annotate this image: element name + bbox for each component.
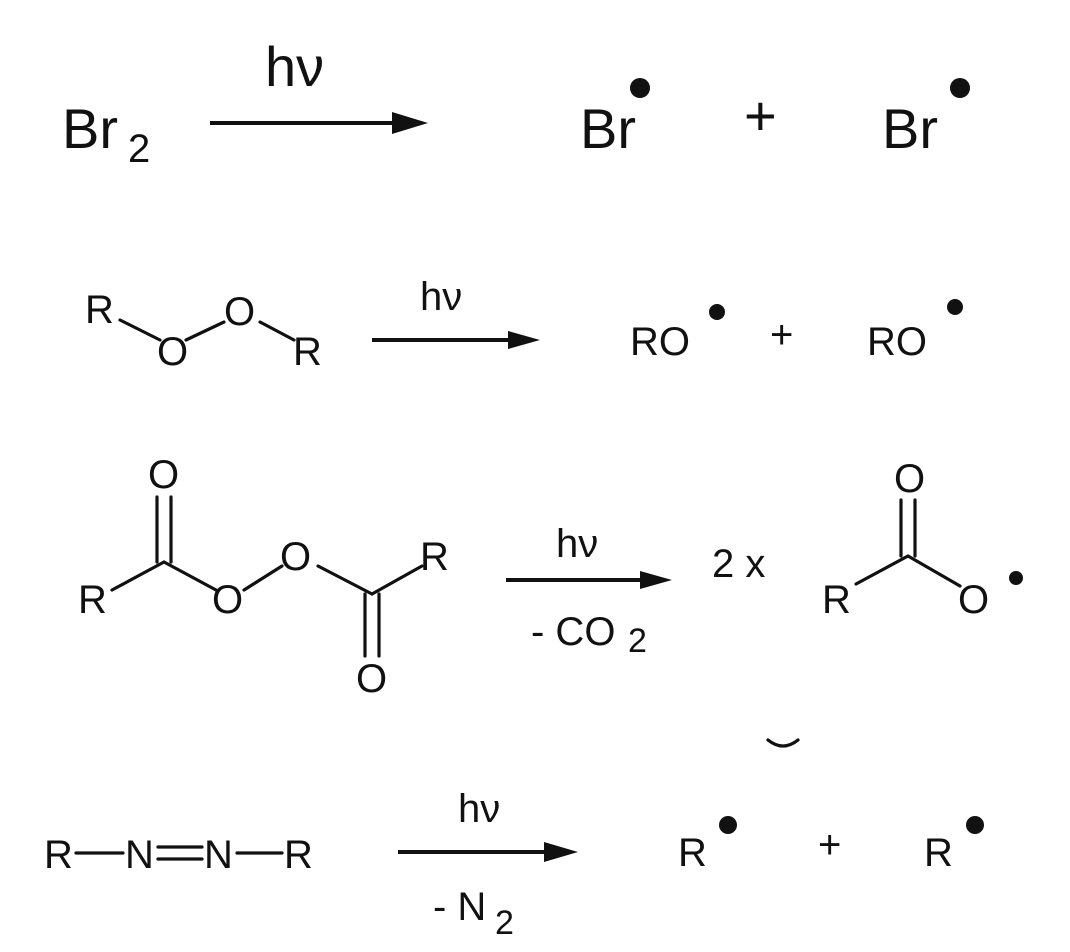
condition-hv: hν (265, 35, 324, 98)
radical-dot (630, 78, 650, 98)
atom-n: N (204, 833, 233, 877)
reaction-azo: R N N R hν - N 2 R + R (44, 787, 984, 942)
radical-dot (950, 78, 970, 98)
bond (316, 564, 374, 596)
plus-sign: + (744, 84, 777, 147)
condition-minus-n2: - N (433, 885, 486, 929)
condition-hv: hν (458, 787, 500, 831)
reaction-bromine: Br 2 hν Br + Br (62, 35, 970, 171)
product-r-label: R (924, 831, 953, 875)
multiplier-2x: 2 x (712, 542, 765, 586)
reaction-peroxide: R O O R hν RO + RO (85, 275, 963, 374)
radical-dot (709, 304, 725, 320)
atom-o-carbonyl: O (894, 457, 925, 501)
reaction-arrowhead (392, 112, 428, 134)
atom-o: O (212, 578, 243, 622)
atom-r: R (78, 578, 107, 622)
bond (184, 320, 226, 342)
bond (118, 318, 162, 342)
atom-r: R (44, 833, 73, 877)
bond (258, 320, 296, 342)
atom-o-carbonyl: O (148, 453, 179, 497)
condition-hv: hν (420, 275, 462, 319)
condition-co2-subscript: 2 (628, 622, 647, 660)
product-br-label: Br (580, 97, 636, 160)
condition-n2-subscript: 2 (495, 904, 514, 942)
bond (370, 564, 424, 596)
product-ro-label: RO (630, 320, 690, 364)
condition-hv: hν (556, 522, 598, 566)
plus-sign: + (770, 313, 793, 357)
radical-dot (719, 816, 737, 834)
atom-o: O (280, 535, 311, 579)
atom-r: R (420, 535, 449, 579)
reactant-br2-label: Br (62, 97, 118, 160)
atom-r: R (284, 833, 313, 877)
product-br-label: Br (882, 97, 938, 160)
radical-dot (966, 816, 984, 834)
bond (854, 554, 910, 586)
atom-o: O (224, 290, 255, 334)
condition-minus-co2: - CO (531, 610, 615, 654)
product-ro-label: RO (867, 320, 927, 364)
plus-sign: + (818, 823, 841, 867)
reactant-br2-subscript: 2 (128, 127, 150, 171)
reaction-diacyl-peroxide: O R O O R O hν - CO 2 2 x O R O (78, 453, 1023, 701)
stray-mark (766, 738, 800, 748)
atom-r: R (293, 330, 322, 374)
reaction-arrowhead (640, 571, 672, 589)
reaction-arrowhead (508, 331, 540, 349)
atom-o: O (157, 330, 188, 374)
bond (906, 554, 962, 588)
radical-dot (947, 299, 963, 315)
reaction-arrowhead (544, 842, 578, 862)
atom-o-radical: O (958, 578, 989, 622)
atom-n: N (125, 833, 154, 877)
bond (162, 560, 218, 592)
product-r-label: R (678, 831, 707, 875)
atom-o-carbonyl: O (356, 657, 387, 701)
atom-r: R (85, 288, 114, 332)
radical-dot (1009, 571, 1023, 585)
atom-r: R (822, 578, 851, 622)
bond (242, 564, 284, 592)
bond (110, 560, 166, 592)
